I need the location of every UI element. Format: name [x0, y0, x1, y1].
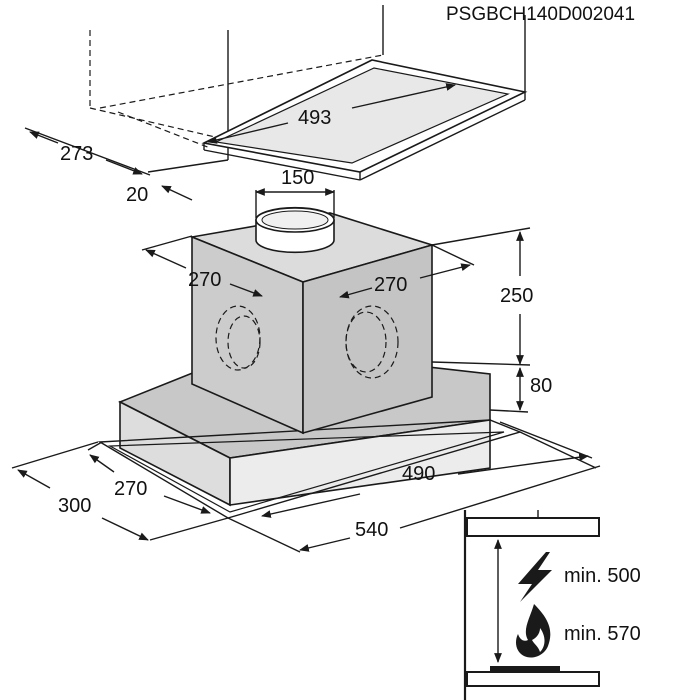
cabinet-opening [89, 5, 528, 181]
svg-text:150: 150 [281, 167, 314, 189]
dimension-body-depth-inner: 270 [87, 441, 211, 514]
svg-text:270: 270 [374, 274, 407, 296]
dimension-box-height: 250 [431, 227, 533, 366]
flame-icon [516, 604, 551, 658]
svg-text:80: 80 [530, 375, 552, 397]
dimension-body-width: 490 [261, 421, 593, 518]
clearance-electric-label: min. 500 [564, 565, 641, 587]
svg-text:20: 20 [126, 184, 148, 206]
svg-text:540: 540 [355, 519, 388, 541]
dimension-total-width: 540 [227, 431, 601, 553]
svg-text:300: 300 [58, 495, 91, 517]
dimension-box-right: 270 [339, 244, 475, 299]
svg-text:273: 273 [60, 143, 93, 165]
clearance-inset: min. 500 min. 570 [463, 510, 641, 700]
dimension-body-height: 80 [489, 367, 552, 413]
svg-text:270: 270 [188, 269, 221, 291]
svg-text:490: 490 [402, 463, 435, 485]
dimension-box-left: 270 [141, 235, 263, 297]
document-code: PSGBCH140D002041 [446, 4, 635, 25]
hood [97, 206, 523, 519]
dimension-cabinet-offset: 20 [126, 159, 229, 206]
svg-text:493: 493 [298, 107, 331, 129]
dimension-cabinet-depth: 273 [24, 127, 151, 176]
lightning-icon [518, 552, 552, 602]
svg-text:270: 270 [114, 478, 147, 500]
dimension-body-depth: 300 [11, 441, 229, 541]
clearance-gas-label: min. 570 [564, 623, 641, 645]
dimension-duct-diameter: 150 [255, 167, 335, 218]
svg-text:250: 250 [500, 285, 533, 307]
dimension-cabinet-width: 493 [207, 83, 456, 144]
